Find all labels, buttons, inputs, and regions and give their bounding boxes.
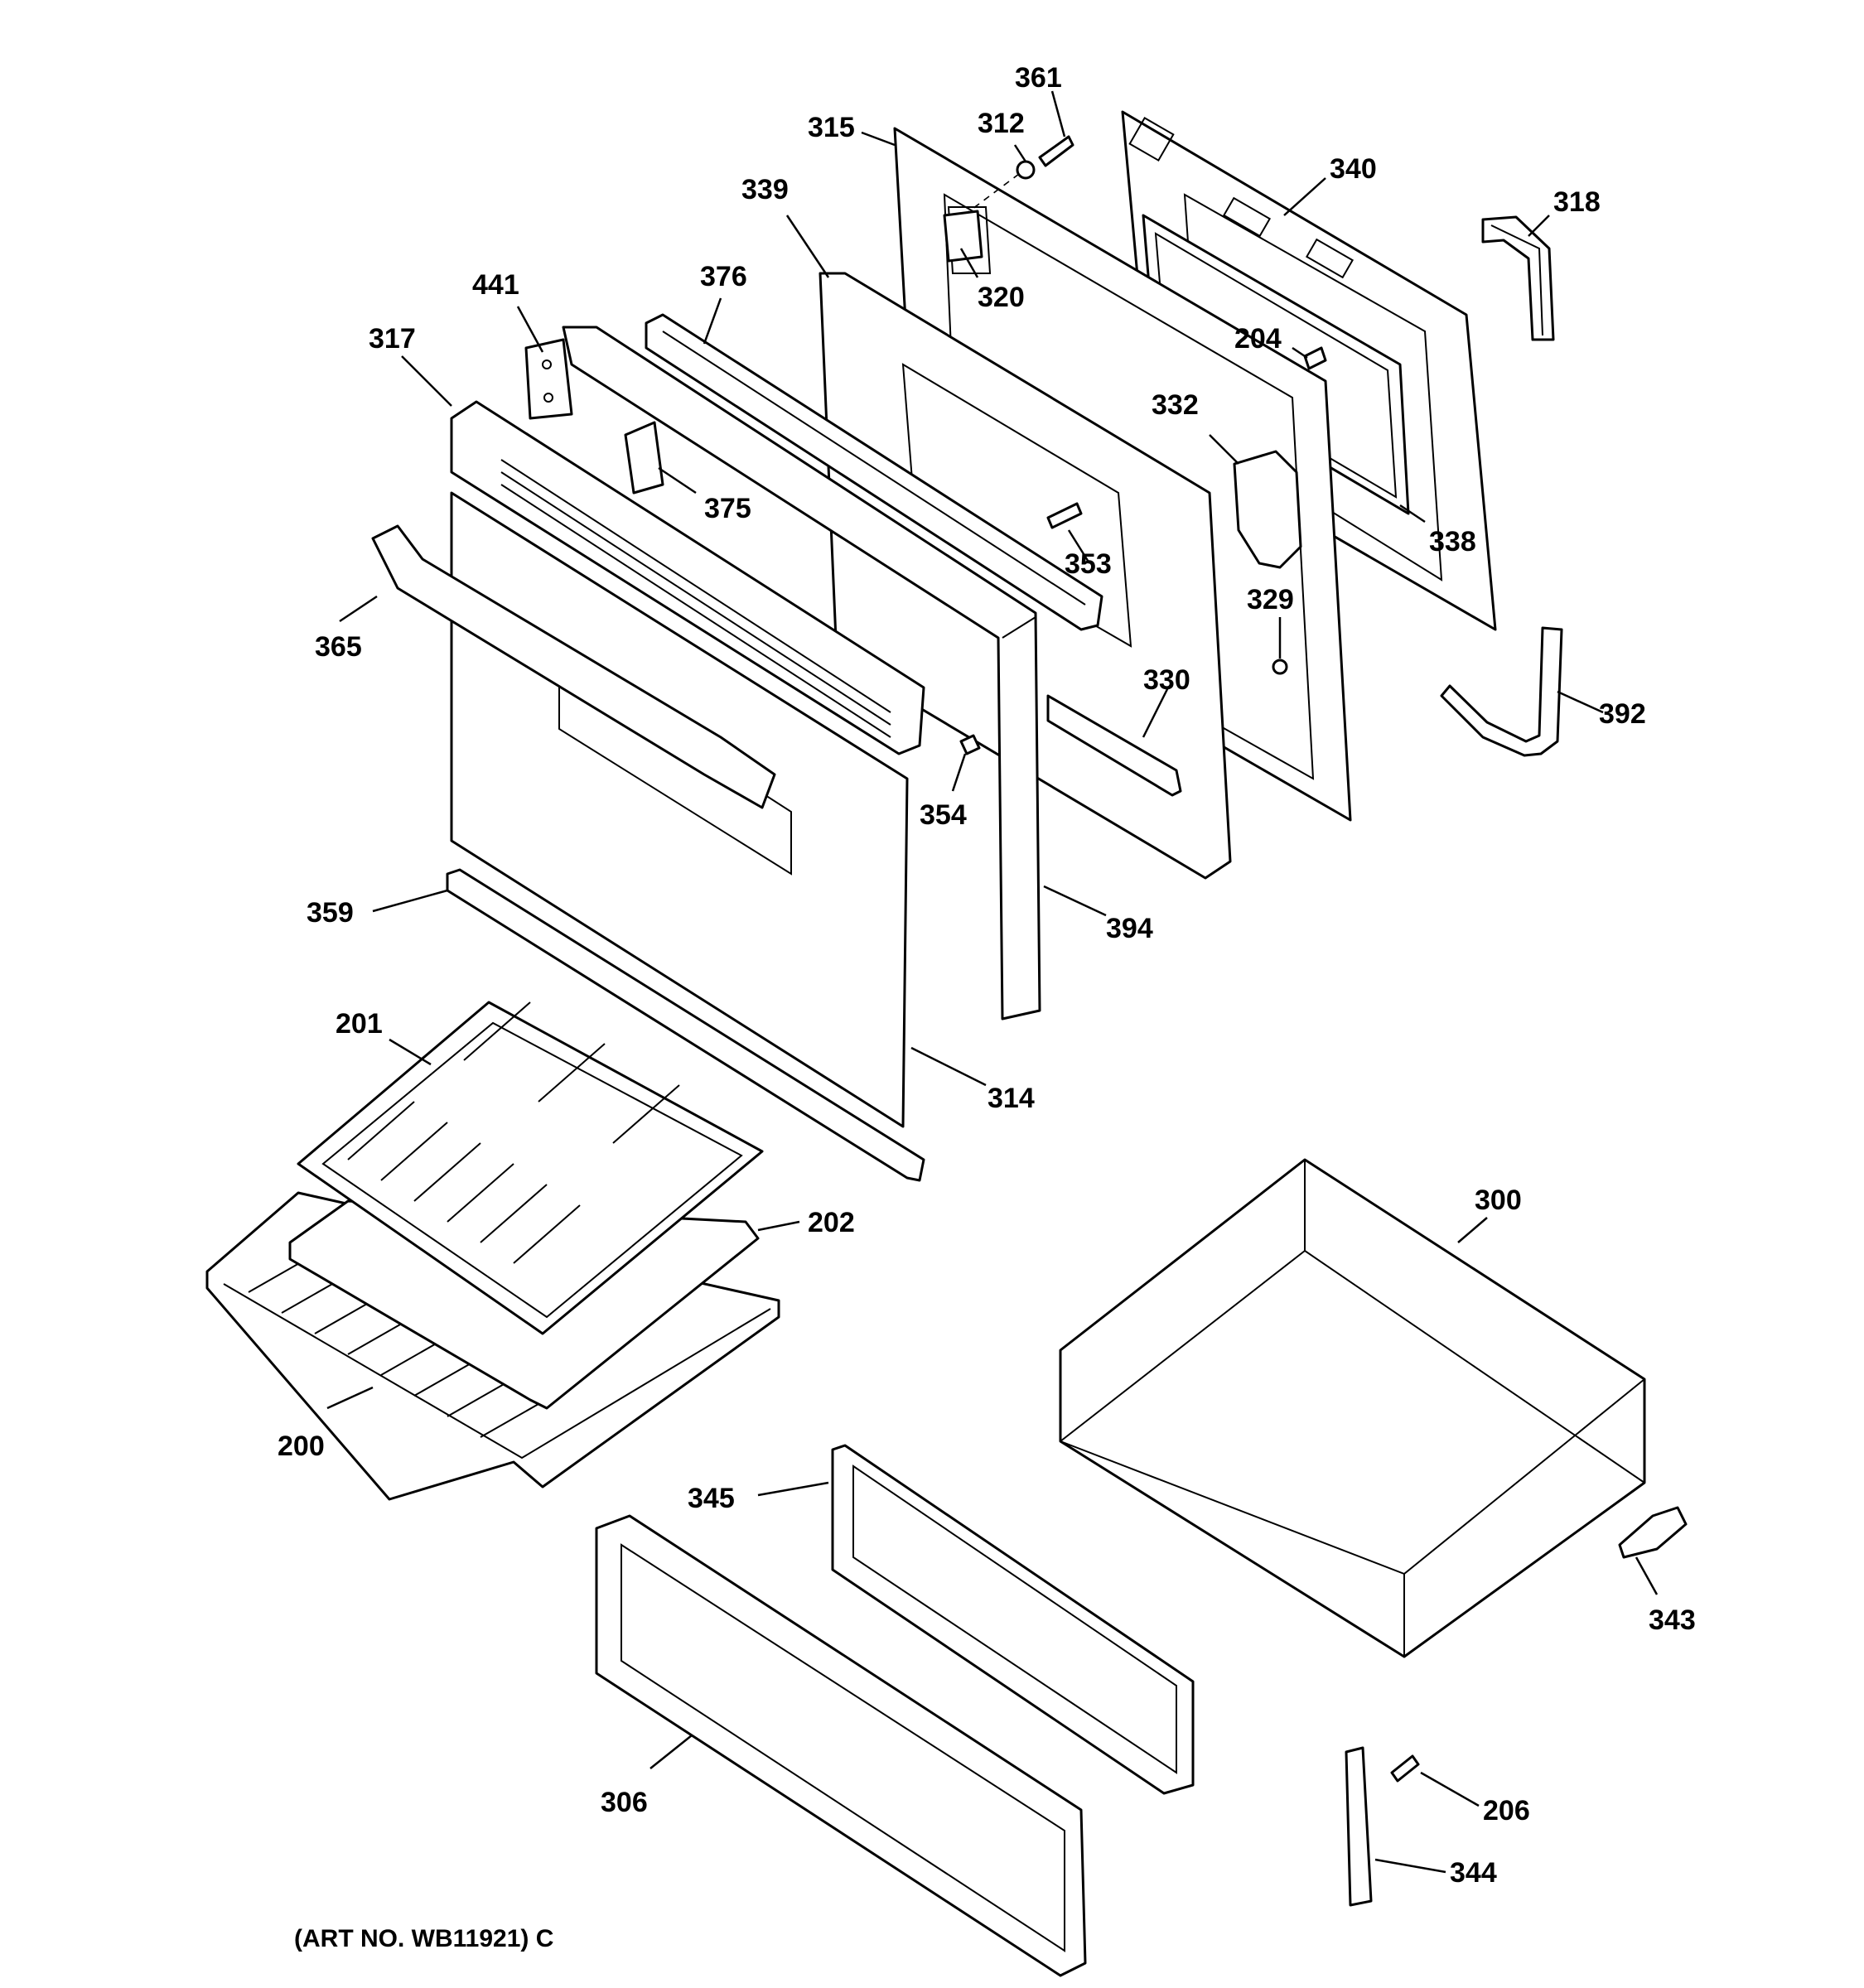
leader-320 — [959, 248, 979, 278]
leader-441 — [516, 306, 544, 353]
drawer-inner-front-345 — [831, 1444, 1195, 1795]
callout-340: 340 — [1330, 153, 1377, 185]
leader-306 — [650, 1735, 693, 1769]
callout-365: 365 — [315, 631, 362, 663]
screw-353 — [1046, 502, 1083, 529]
callout-332: 332 — [1152, 389, 1199, 421]
leader-318 — [1528, 215, 1550, 237]
screw-361 — [1038, 135, 1074, 167]
screw-354 — [959, 734, 981, 755]
callout-376: 376 — [700, 261, 747, 292]
callout-353: 353 — [1065, 548, 1112, 580]
leader-201 — [389, 1038, 432, 1066]
leader-340 — [1283, 177, 1326, 216]
callout-339: 339 — [741, 174, 789, 205]
drawer-body-300 — [1059, 1158, 1646, 1658]
drawer-front-panel-306 — [595, 1514, 1087, 1977]
door-side-frame-394 — [562, 326, 1041, 1021]
leader-345 — [757, 1481, 829, 1497]
callout-359: 359 — [307, 897, 354, 929]
door-gasket-318 — [1481, 215, 1555, 341]
callout-312: 312 — [978, 108, 1025, 139]
drawer-glide-343 — [1618, 1506, 1688, 1559]
screw-206 — [1390, 1754, 1420, 1783]
leader-376 — [703, 297, 722, 345]
callout-200: 200 — [278, 1431, 325, 1462]
leader-330 — [1142, 687, 1170, 738]
leader-375 — [658, 466, 697, 495]
leader-339 — [785, 215, 830, 278]
callout-361: 361 — [1015, 62, 1062, 94]
leader-343 — [1635, 1556, 1659, 1595]
callout-354: 354 — [920, 799, 967, 831]
leader-344 — [1374, 1858, 1446, 1874]
leader-202 — [757, 1220, 800, 1232]
callout-204: 204 — [1234, 323, 1282, 355]
callout-306: 306 — [601, 1787, 648, 1818]
hinge-bracket-441 — [524, 338, 573, 420]
leader-353 — [1067, 529, 1091, 564]
broiler-grid-201 — [297, 1001, 764, 1335]
screw-204 — [1303, 346, 1327, 370]
assembly-line-361 — [952, 173, 1020, 224]
callout-338: 338 — [1429, 526, 1476, 557]
callout-441: 441 — [472, 269, 519, 301]
leader-354 — [951, 753, 967, 792]
drawer-rail-344 — [1345, 1746, 1373, 1907]
callout-315: 315 — [808, 112, 855, 143]
door-handle-365 — [371, 524, 776, 809]
gasket-392 — [1440, 626, 1563, 757]
leader-312 — [1013, 144, 1027, 162]
callout-201: 201 — [336, 1008, 383, 1040]
callout-394: 394 — [1106, 913, 1153, 944]
leader-315 — [861, 131, 896, 147]
callout-317: 317 — [369, 323, 416, 355]
callout-330: 330 — [1143, 664, 1190, 696]
callout-344: 344 — [1450, 1857, 1497, 1889]
leader-206 — [1420, 1771, 1480, 1807]
insulation-332 — [1233, 450, 1302, 569]
leader-365 — [339, 595, 378, 623]
callout-329: 329 — [1247, 584, 1294, 615]
leader-204 — [1292, 346, 1308, 359]
leader-332 — [1209, 434, 1239, 465]
leader-392 — [1557, 690, 1604, 714]
callout-318: 318 — [1553, 186, 1601, 218]
leader-338 — [1399, 504, 1426, 524]
vent-trim-376 — [645, 313, 1103, 631]
washer-312 — [1016, 160, 1036, 180]
callout-300: 300 — [1475, 1185, 1522, 1216]
callout-375: 375 — [704, 493, 751, 524]
vent-panel-317 — [450, 400, 925, 755]
leader-314 — [910, 1046, 987, 1087]
callout-314: 314 — [988, 1083, 1035, 1114]
hinge-320 — [943, 210, 983, 263]
callout-343: 343 — [1649, 1604, 1696, 1636]
leader-317 — [401, 355, 452, 407]
leader-200 — [326, 1386, 374, 1410]
leader-359 — [372, 889, 448, 913]
leader-394 — [1043, 885, 1107, 917]
callout-206: 206 — [1483, 1795, 1530, 1826]
callout-320: 320 — [978, 282, 1025, 313]
leader-300 — [1457, 1217, 1488, 1243]
callout-202: 202 — [808, 1207, 855, 1238]
art-number: (ART NO. WB11921) C — [294, 1925, 553, 1952]
leader-361 — [1050, 90, 1066, 138]
callout-392: 392 — [1599, 698, 1646, 730]
callout-345: 345 — [688, 1483, 735, 1514]
bracket-375 — [624, 421, 664, 495]
screw-329 — [1272, 659, 1288, 675]
hinge-cover-330 — [1046, 694, 1182, 797]
